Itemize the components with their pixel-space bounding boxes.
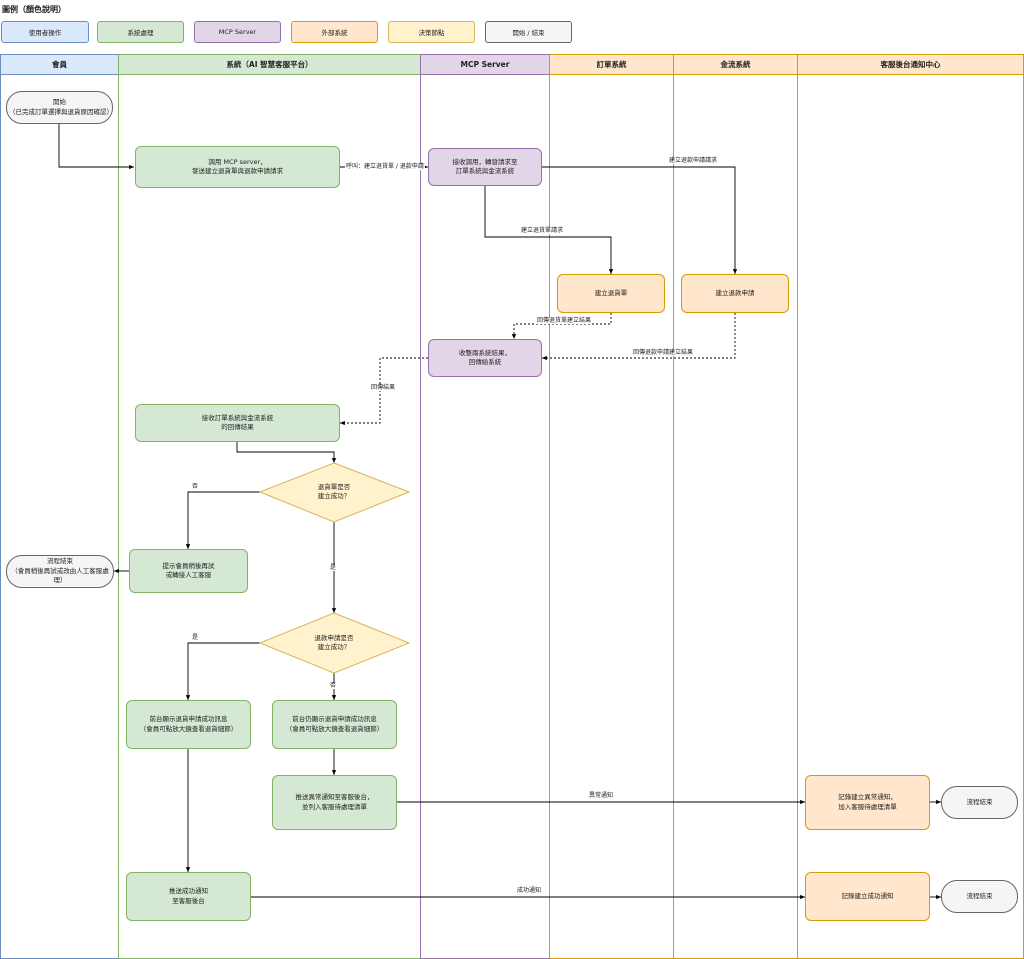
edge-refund-to-collect	[542, 313, 736, 361]
edge-receive-to-decision1	[236, 442, 337, 463]
mcp-collect-node: 收整兩系統結果， 回傳給系統	[428, 339, 542, 377]
edge-label-abnormal: 異常通知	[588, 792, 615, 799]
create-refund-node: 建立退款申請	[681, 274, 789, 313]
decision-refund-label: 退款申請是否 建立成功？	[314, 633, 354, 651]
create-return-node: 建立退貨單	[557, 274, 665, 313]
decision-return-label: 退貨單是否 建立成功？	[317, 482, 351, 500]
edge-label-req-refund: 建立退款申請請求	[668, 157, 719, 164]
record-success-node: 記錄建立成功通知	[805, 872, 930, 921]
push-success-node: 推送成功通知 至客服後台	[126, 872, 251, 921]
edge-label-yes2: 是	[191, 634, 200, 641]
edge-label-no1: 否	[191, 483, 200, 490]
lane-header-payment-system: 金流系統	[673, 54, 798, 75]
end-abnormal-node: 流程結束	[941, 786, 1018, 819]
decision-refund-shape	[258, 612, 411, 674]
edge-label-success: 成功通知	[516, 887, 543, 894]
mcp-receive-node: 接收調用，轉發請求至 訂單系統與金流系統	[428, 148, 542, 186]
legend-decision-node: 決策節點	[388, 21, 475, 43]
legend-mcp-server: MCP Server	[194, 21, 281, 43]
decision-return-shape	[258, 462, 411, 523]
retry-prompt-node: 提示會員稍後再試 或轉接人工客服	[129, 549, 248, 593]
edge-label-ret-result: 回傳結果	[370, 384, 397, 391]
legend-title: 圖例（顏色說明）	[2, 5, 66, 14]
legend-user-action: 使用者操作	[1, 21, 89, 43]
edge-return-to-collect	[511, 313, 612, 339]
push-abnormal-node: 推送異常通知至客服後台， 並列入客服待處理清單	[272, 775, 397, 830]
lane-header-system: 系統（AI 智慧客服平台）	[118, 54, 421, 75]
record-abnormal-node: 記錄建立異常通知， 加入客服待處理清單	[805, 775, 930, 830]
edge-start-to-call	[58, 124, 134, 170]
legend-start-end: 開始 / 結束	[485, 21, 572, 43]
end-success-node: 流程結束	[941, 880, 1018, 913]
edge-decision1-no	[185, 491, 260, 549]
show-success-node: 前台顯示退貨申請成功訊息 （會員可點放大鏡查看退貨細節）	[126, 700, 251, 749]
edge-label-call: 呼叫：建立退貨單 / 退款申請	[345, 163, 425, 170]
lane-header-mcp-server: MCP Server	[420, 54, 550, 75]
edge-mcp-to-return	[484, 186, 614, 274]
call-mcp-node: 調用 MCP server， 發送建立退貨單與退款申請請求	[135, 146, 340, 188]
lane-header-order-system: 訂單系統	[549, 54, 674, 75]
legend-external-system: 外部系統	[291, 21, 378, 43]
edge-label-no2: 否	[329, 682, 338, 689]
start-node: 開始 （已完成訂單選擇與退貨原因確認）	[6, 91, 113, 124]
end-fail-node: 流程結束 （會員稍後再試或改由人工客服處理）	[6, 555, 114, 588]
edge-mcp-to-refund	[541, 166, 738, 274]
edge-label-yes1: 是	[329, 564, 338, 571]
edge-label-ret-return: 回傳退貨單建立結果	[536, 317, 593, 324]
edge-label-req-return: 建立退貨單請求	[520, 227, 565, 234]
lane-header-cs-notification: 客服後台通知中心	[797, 54, 1024, 75]
edge-decision2-yes	[185, 642, 260, 700]
system-receive-node: 接收訂單系統與金流系統 的回傳結果	[135, 404, 340, 442]
show-success-still-node: 前台仍顯示退貨申請成功訊息 （會員可點放大鏡查看退貨細節）	[272, 700, 397, 749]
legend-system-process: 系統處理	[97, 21, 184, 43]
edge-label-ret-refund: 回傳退款申請建立結果	[632, 349, 695, 356]
